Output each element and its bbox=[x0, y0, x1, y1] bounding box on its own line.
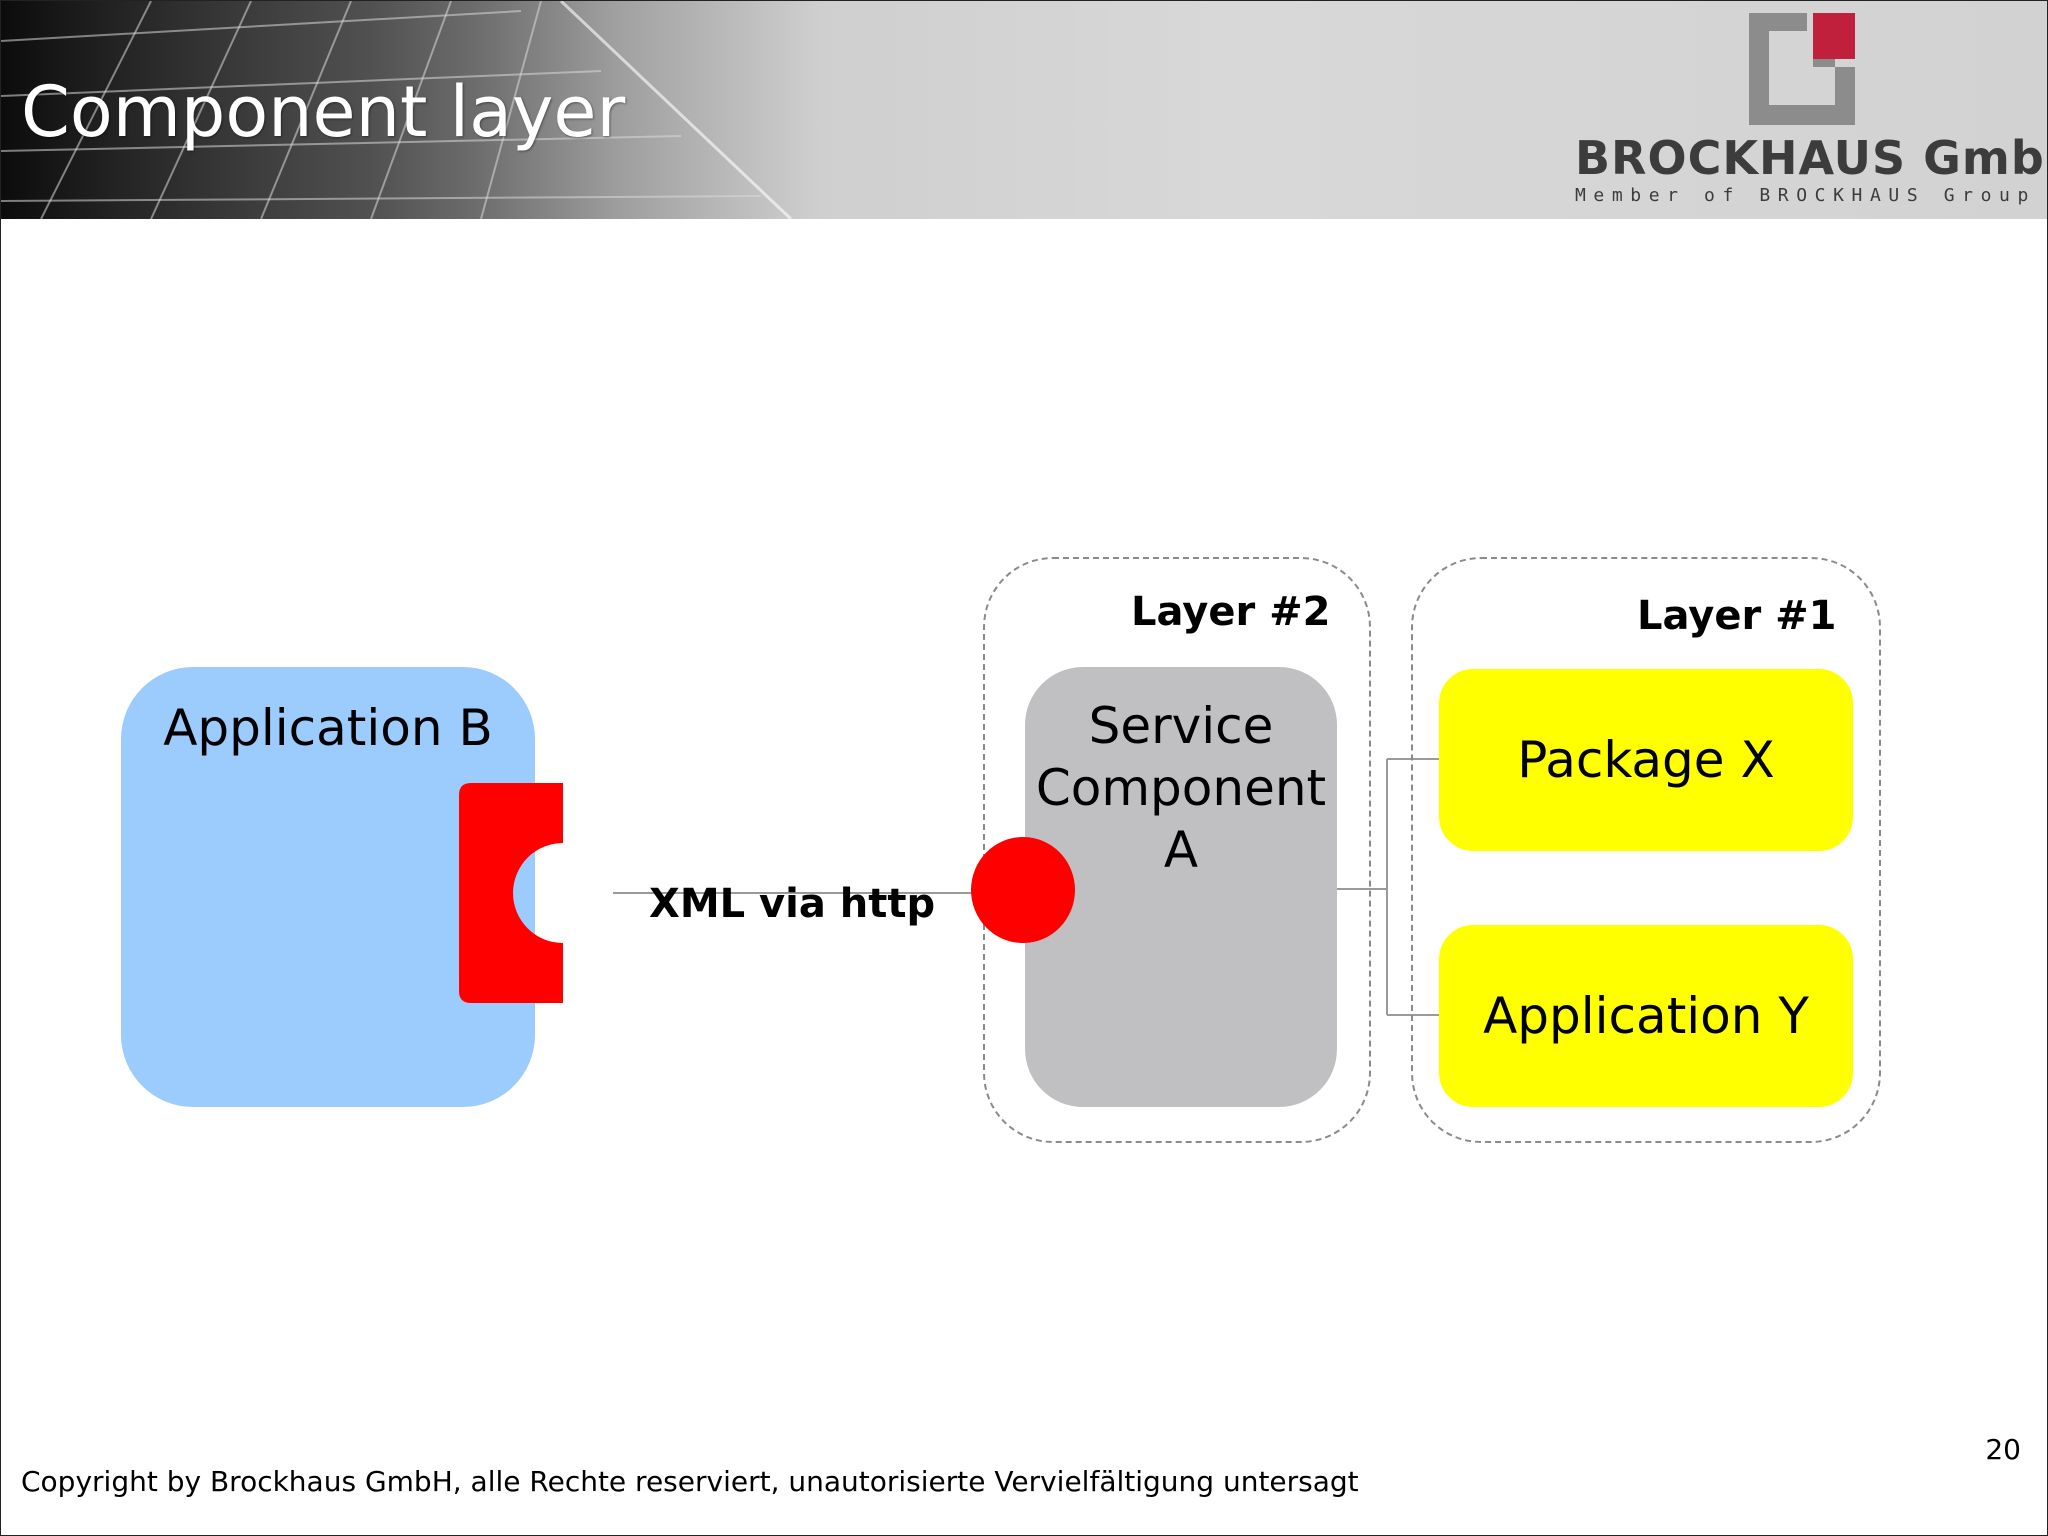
header-glass-facade-image bbox=[1, 1, 793, 219]
service-component-a-label-line: Component bbox=[1035, 759, 1327, 817]
brockhaus-square-logo-icon bbox=[1749, 13, 1855, 125]
service-to-layer1-connector bbox=[1337, 758, 1439, 1016]
package-x-box bbox=[1439, 669, 1853, 851]
application-y-label: Application Y bbox=[1483, 987, 1809, 1045]
layer-1-label: Layer #1 bbox=[1637, 593, 1837, 639]
copyright-notice: Copyright by Brockhaus GmbH, alle Rechte… bbox=[21, 1465, 1359, 1498]
company-logo-name: BROCKHAUS GmbH bbox=[1575, 131, 2047, 185]
slide-title: Component layer bbox=[21, 71, 626, 153]
application-b-label: Application B bbox=[163, 699, 493, 757]
slide-header: Component layer BROCKHAUS GmbH Member of… bbox=[1, 1, 2047, 219]
service-component-a-label-line: Service bbox=[1088, 697, 1274, 755]
service-component-a-box bbox=[1025, 667, 1337, 1107]
company-logo-tagline: Member of BROCKHAUS Group bbox=[1575, 185, 2036, 206]
required-interface-socket-icon bbox=[459, 783, 563, 1003]
layer-1-frame bbox=[1411, 557, 1881, 1143]
layer-2-frame bbox=[983, 557, 1371, 1143]
service-component-a-label: Service Component A bbox=[1015, 695, 1347, 881]
layer-2-label: Layer #2 bbox=[1131, 589, 1331, 635]
page-number: 20 bbox=[1985, 1433, 2021, 1466]
connection-label: XML via http bbox=[649, 881, 936, 927]
application-y-box bbox=[1439, 925, 1853, 1107]
provided-interface-port-icon bbox=[971, 837, 1075, 943]
service-component-a-label-line: A bbox=[1163, 821, 1199, 879]
package-x-label: Package X bbox=[1517, 731, 1775, 789]
